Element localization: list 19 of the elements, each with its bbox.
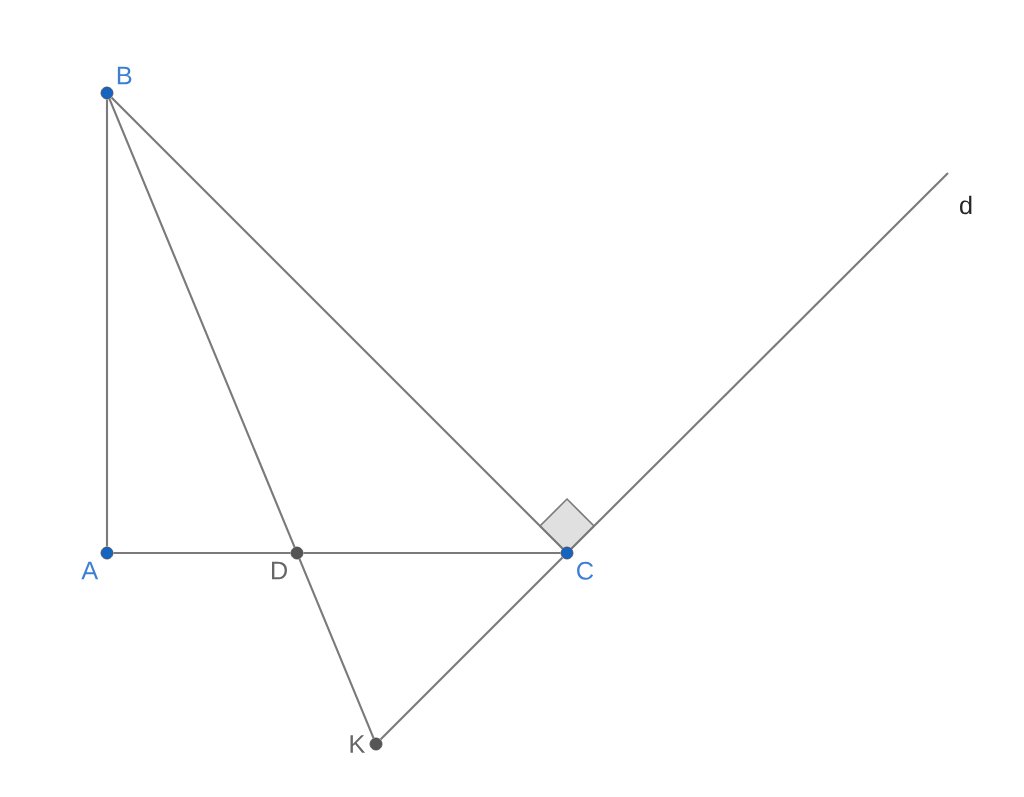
node-label: A <box>81 561 99 580</box>
point: A <box>81 546 114 580</box>
line-segment <box>110 96 564 550</box>
line-segment <box>379 556 564 741</box>
line-label: d <box>960 195 972 215</box>
node-label: D <box>271 561 287 580</box>
node-label: C <box>577 561 594 580</box>
line-segment <box>108 98 296 548</box>
line-segment <box>113 551 291 555</box>
line-segment <box>298 558 375 739</box>
line-segment <box>303 551 561 555</box>
line-segment <box>105 99 109 547</box>
point: D <box>272 546 304 580</box>
node-label: B <box>117 66 132 85</box>
point: C <box>560 546 594 580</box>
node-label: K <box>350 735 366 753</box>
line-segment <box>570 172 949 550</box>
point: K <box>350 735 383 753</box>
point: B <box>100 66 132 100</box>
